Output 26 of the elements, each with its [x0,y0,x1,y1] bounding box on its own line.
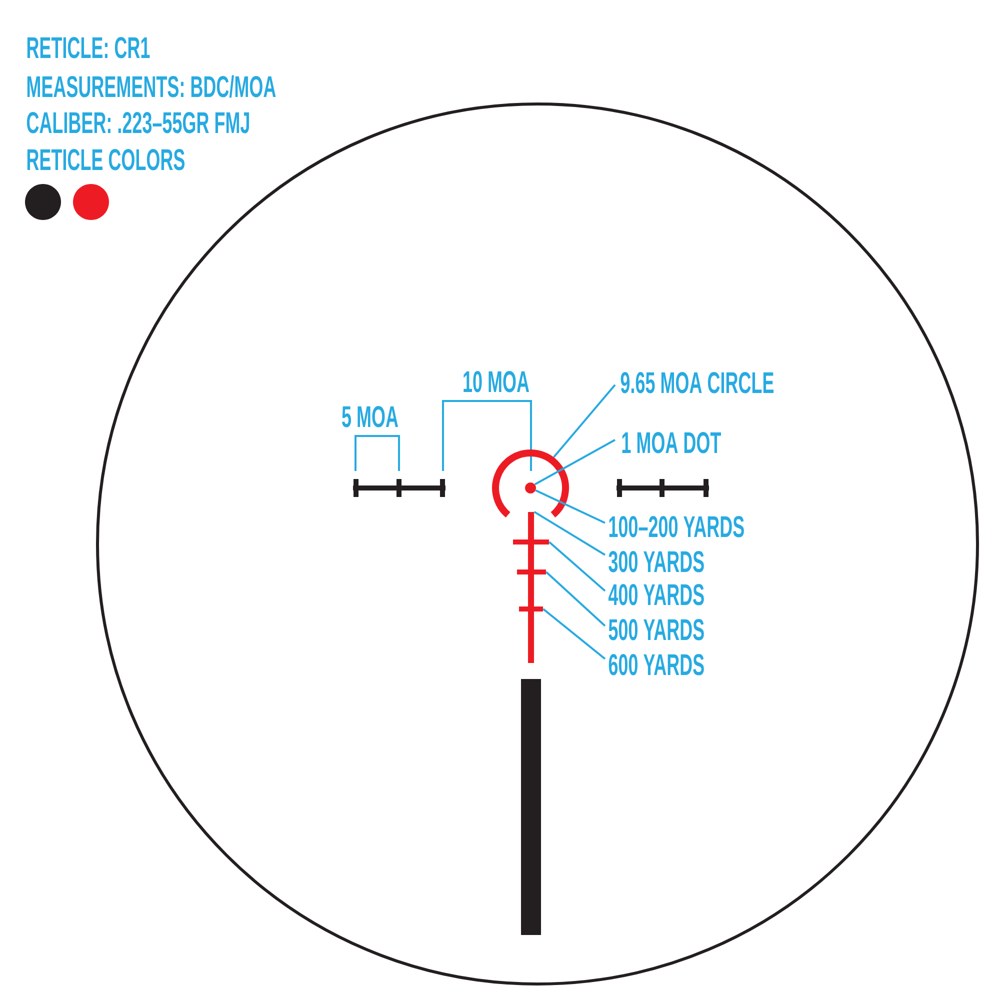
crossbar [519,606,543,612]
callout-label: 500 YARDS [608,619,704,640]
spec-text: RETICLE: CR1 [27,37,150,58]
spec-text: CALIBER: .223–55GR FMJ [26,112,249,134]
leader-line [542,608,606,660]
thick-post [521,679,541,935]
callout-label: 1 MOA DOT [622,432,721,454]
dimension-label: 10 MOA [464,371,530,392]
leader-line [535,490,606,524]
crossbar [517,570,546,574]
ring [492,450,569,518]
spec-text: MEASUREMENTS: BDC/MOA [27,75,276,98]
callout-label: 600 YARDS [608,654,704,676]
leader-line [546,571,606,627]
callout-label: 9.65 MOA CIRCLE [620,372,774,394]
spec-text: RETICLE COLORS [27,149,184,170]
center-dot [525,482,536,494]
leader-line [534,510,606,556]
callout-label: 400 YARDS [608,584,704,606]
leader-line [534,438,616,486]
leader-line [548,541,606,592]
crossbar [513,540,549,544]
dimension-label: 5 MOA [342,406,398,428]
leader-line [553,384,616,458]
callout-label: 100–200 YARDS [609,516,744,538]
callout-label: 300 YARDS [608,551,704,572]
